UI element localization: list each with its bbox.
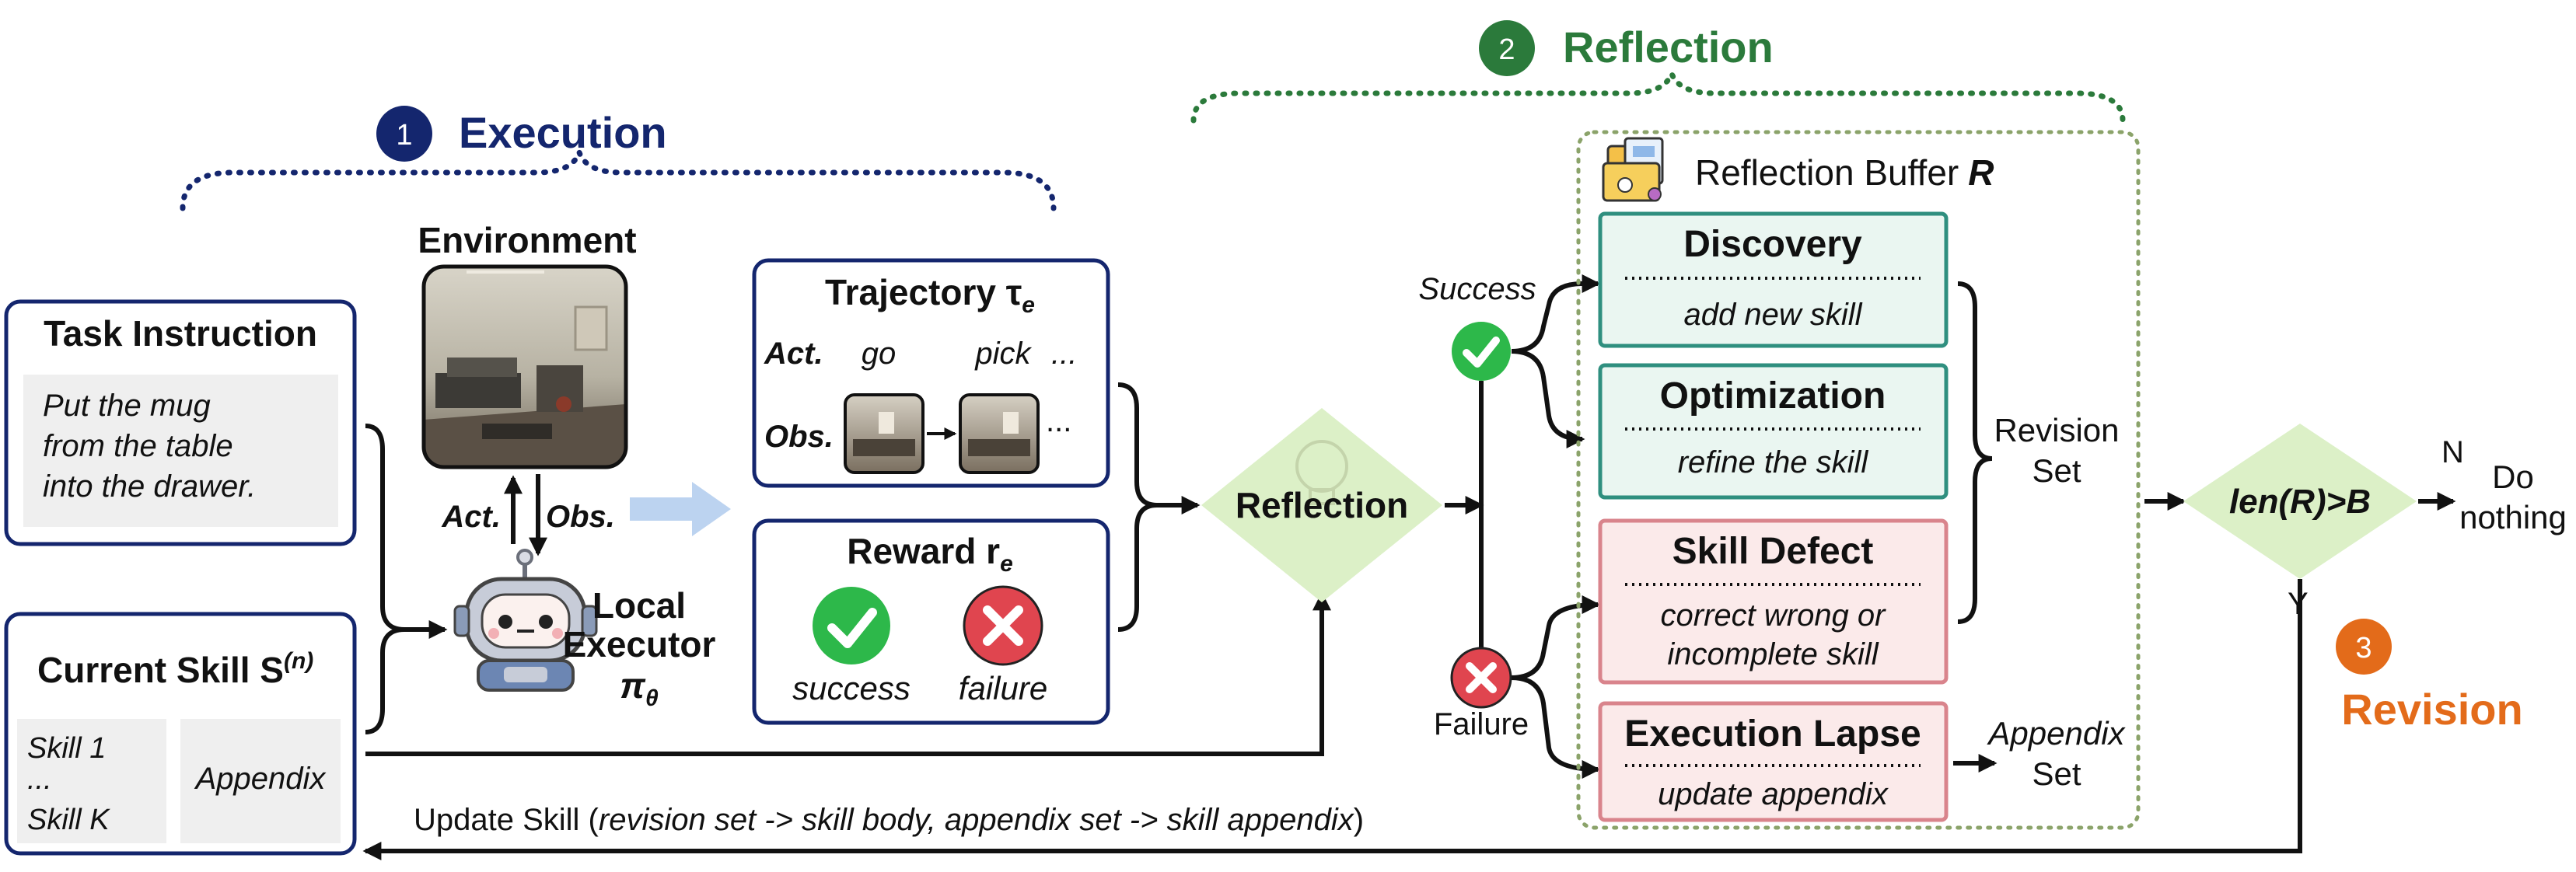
appendix-bg (180, 719, 341, 843)
appendix-set-line-1: Appendix (1986, 715, 2126, 752)
execution-brace (180, 144, 1057, 211)
reflection-node: Reflection (1201, 408, 1442, 602)
skill-defect-title: Skill Defect (1672, 531, 1874, 572)
task-instruction-line-2: from the table (43, 429, 233, 463)
appendix-label: Appendix (194, 762, 327, 796)
success-check-icon (813, 587, 890, 664)
skill-to-reflection-arrow (365, 591, 1331, 756)
execution-title: Execution (459, 108, 667, 157)
obs-label: Obs. (546, 500, 615, 534)
skill-defect-box: Skill Defect correct wrong or incomplete… (1598, 518, 1949, 685)
success-brace-lower (1511, 349, 1585, 448)
execution-lapse-box: Execution Lapse update appendix (1598, 701, 1949, 822)
skill-list-bg (17, 719, 166, 843)
current-skill-box: Current Skill S(n) Skill 1 ... Skill K A… (4, 612, 357, 856)
discovery-title: Discovery (1683, 224, 1862, 265)
execution-lapse-desc: update appendix (1658, 777, 1889, 811)
environment: Environment (418, 220, 637, 469)
optimization-title: Optimization (1660, 375, 1886, 417)
appendix-set-line-2: Set (2032, 755, 2081, 792)
observation-thumbnail-1 (844, 393, 924, 474)
discovery-desc: add new skill (1683, 298, 1862, 332)
act-label: Act. (441, 500, 501, 534)
failure-brace-upper (1511, 595, 1601, 680)
reflection-number-badge (1479, 20, 1535, 76)
input-brace (365, 424, 405, 734)
executor-line-2: Executor (563, 624, 716, 664)
skill-list-line-2: ... (27, 763, 52, 796)
skill-defect-desc-1: correct wrong or (1661, 598, 1887, 633)
reward-box: Reward re success failure (752, 518, 1110, 725)
failure-cross-node-icon (1450, 647, 1512, 709)
executor-symbol: πθ (620, 665, 659, 711)
trajectory-action-2: pick (974, 337, 1032, 371)
trajectory-obs-label: Obs. (764, 420, 834, 454)
trajectory-action-1: go (862, 337, 897, 371)
no-label: N (2441, 435, 2464, 469)
skill-list-line-1: Skill 1 (27, 732, 106, 765)
success-label: Success (1418, 272, 1536, 306)
discovery-box: Discovery add new skill (1598, 211, 1949, 348)
revision-set-line-2: Set (2032, 452, 2081, 489)
execution-number: 1 (396, 119, 412, 152)
revision-set-line-1: Revision (1994, 412, 2119, 448)
success-check-node-icon (1452, 322, 1511, 381)
revision-header: 3 Revision (2336, 619, 2523, 734)
reflection-header: 2 Reflection (1190, 20, 2126, 124)
reward-success-label: success (792, 670, 911, 706)
environment-image (421, 264, 628, 469)
optimization-desc: refine the skill (1678, 445, 1869, 480)
execution-header: 1 Execution (180, 106, 1057, 211)
trajectory-action-3: ... (1051, 337, 1077, 371)
update-skill-label: Update Skill (revision set -> skill body… (414, 803, 1364, 837)
trajectory-act-label: Act. (764, 337, 823, 371)
reflection-node-label: Reflection (1236, 485, 1408, 525)
revision-number: 3 (2355, 632, 2372, 664)
failure-label: Failure (1434, 707, 1529, 741)
task-instruction-title: Task Instruction (44, 313, 317, 354)
trajectory-reward-brace (1117, 382, 1158, 632)
update-skill-arrow (362, 579, 2302, 860)
reward-failure-label: failure (959, 670, 1047, 706)
success-brace (1511, 281, 1583, 354)
robot-icon (453, 549, 598, 692)
condition-node: len(R)>B (2183, 424, 2417, 579)
trajectory-box: Trajectory τe Act. go pick ... Obs. ... (752, 258, 1110, 488)
current-skill-title: Current Skill S(n) (37, 648, 313, 690)
revision-number-badge (2336, 619, 2392, 675)
do-nothing-line-1: Do (2492, 459, 2534, 495)
condition-label: len(R)>B (2229, 483, 2371, 521)
task-instruction-line-1: Put the mug (43, 389, 211, 423)
task-instruction-box: Task Instruction Put the mug from the ta… (4, 299, 357, 546)
revision-title: Revision (2341, 685, 2522, 734)
task-instruction-line-3: into the drawer. (43, 469, 256, 504)
output-arrow-icon (630, 482, 731, 536)
folder-icon (1602, 137, 1664, 202)
optimization-box: Optimization refine the skill (1598, 363, 1949, 500)
executor-line-1: Local (592, 585, 686, 626)
trajectory-obs-ellipsis: ... (1046, 404, 1071, 438)
revision-set-brace (1957, 281, 1993, 624)
skill-list-line-3: Skill K (27, 804, 110, 836)
trajectory-title: Trajectory τe (825, 272, 1035, 318)
reflection-brace (1190, 66, 2126, 124)
do-nothing-line-2: nothing (2459, 499, 2567, 535)
reward-title: Reward re (847, 531, 1013, 577)
skill-defect-desc-2: incomplete skill (1667, 637, 1879, 671)
failure-brace-lower (1511, 675, 1601, 779)
observation-thumbnail-2 (959, 393, 1040, 474)
lightbulb-icon (1295, 440, 1348, 505)
execution-lapse-title: Execution Lapse (1624, 713, 1921, 755)
reflection-title: Reflection (1563, 23, 1774, 72)
environment-title: Environment (418, 220, 636, 260)
reflection-number: 2 (1498, 33, 1515, 66)
execution-number-badge (376, 106, 432, 162)
failure-cross-icon (963, 585, 1043, 666)
task-instruction-text-bg (23, 375, 338, 527)
